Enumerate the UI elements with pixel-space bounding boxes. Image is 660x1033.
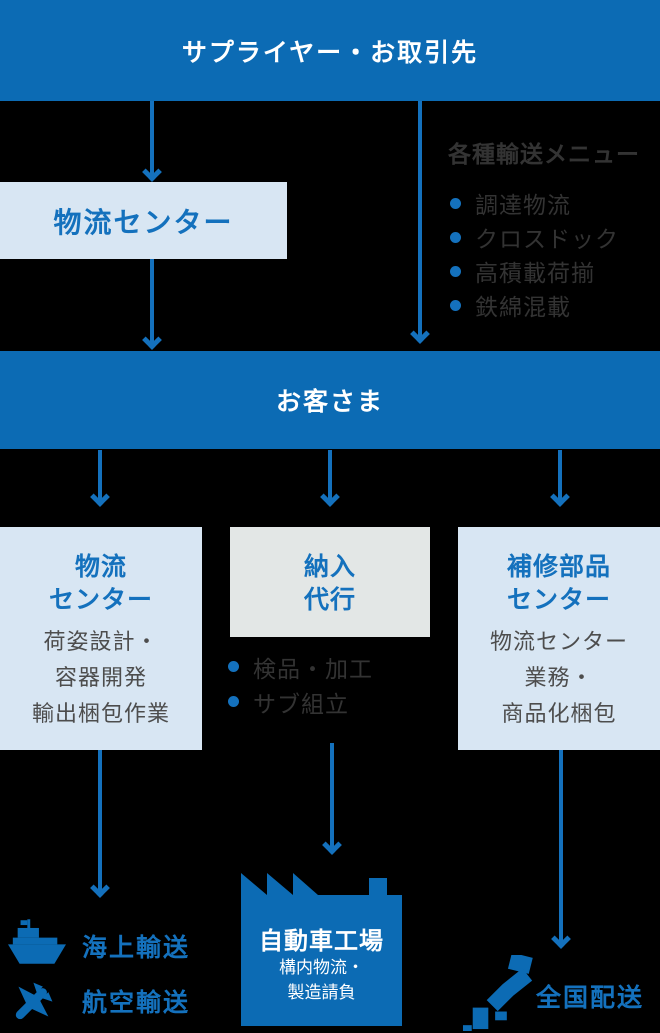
- column-body-line: 商品化梱包: [501, 701, 617, 726]
- bullet-dot-icon: [228, 696, 239, 707]
- column-title-line: センター: [506, 586, 611, 614]
- ship-icon: [8, 919, 66, 964]
- column-body-line: 荷姿設計・: [43, 629, 159, 654]
- down-arrow-icon: [150, 101, 154, 176]
- list-item: 高積載荷揃: [450, 254, 619, 288]
- column-title: 納入 代行: [230, 551, 430, 617]
- column-title-line: 物流: [74, 553, 127, 581]
- nationwide-delivery-label: 全国配送: [536, 984, 645, 1012]
- japan-map-icon: [462, 955, 533, 1031]
- column-body-line: 容器開発: [54, 665, 147, 690]
- delivery-agency-bullets: 検品・加工 サブ組立: [228, 649, 373, 719]
- column-title-line: 納入: [303, 553, 356, 581]
- column-body-line: 業務・: [524, 665, 594, 690]
- down-arrow-icon: [418, 101, 422, 338]
- customer-banner-label: お客さま: [275, 388, 384, 416]
- list-item-label: 高積載荷揃: [475, 260, 595, 286]
- column-title: 補修部品 センター: [458, 551, 660, 617]
- airplane-icon: [15, 982, 53, 1020]
- delivery-agency-column: 納入 代行: [230, 527, 430, 637]
- bullet-dot-icon: [228, 661, 239, 672]
- transport-menu-list: 調達物流 クロスドック 高積載荷揃 鉄綿混載: [450, 186, 619, 322]
- column-body: 荷姿設計・ 容器開発 輸出梱包作業: [0, 624, 202, 732]
- factory-body-line: 構内物流・: [279, 958, 364, 977]
- transport-menu-title: 各種輸送メニュー: [448, 141, 640, 167]
- column-body: 物流センター 業務・ 商品化梱包: [458, 624, 660, 732]
- list-item-label: 鉄綿混載: [475, 294, 571, 320]
- supplier-banner: サプライヤー・お取引先: [0, 0, 660, 101]
- air-transport-label: 航空輸送: [82, 989, 191, 1017]
- down-arrow-icon: [558, 450, 562, 501]
- down-arrow-icon: [559, 750, 563, 943]
- bullet-dot-icon: [450, 265, 461, 277]
- down-arrow-icon: [328, 450, 332, 501]
- logistics-center-box: 物流センター: [0, 182, 287, 259]
- customer-banner: お客さま: [0, 351, 660, 449]
- sea-transport-label: 海上輸送: [82, 934, 191, 962]
- down-arrow-icon: [330, 743, 334, 849]
- list-item-label: サブ組立: [253, 690, 349, 717]
- logistics-center-column: 物流 センター 荷姿設計・ 容器開発 輸出梱包作業: [0, 527, 202, 750]
- factory-title: 自動車工場: [259, 928, 384, 955]
- down-arrow-icon: [150, 259, 154, 344]
- factory-body: 構内物流・ 製造請負: [241, 955, 402, 1005]
- factory-icon: [241, 873, 402, 1026]
- bullet-dot-icon: [450, 299, 461, 311]
- column-title: 物流 センター: [0, 551, 202, 617]
- bullet-dot-icon: [450, 197, 461, 209]
- repair-parts-center-column: 補修部品 センター 物流センター 業務・ 商品化梱包: [458, 527, 660, 750]
- list-item: 検品・加工: [228, 649, 373, 684]
- supplier-banner-label: サプライヤー・お取引先: [181, 38, 479, 67]
- list-item-label: クロスドック: [475, 226, 619, 252]
- column-body-line: 輸出梱包作業: [31, 701, 170, 726]
- column-title-line: センター: [48, 586, 153, 614]
- list-item: クロスドック: [450, 220, 619, 254]
- list-item-label: 検品・加工: [253, 655, 373, 682]
- factory-body-line: 製造請負: [287, 983, 356, 1002]
- down-arrow-icon: [98, 450, 102, 501]
- logistics-center-label: 物流センター: [53, 206, 234, 238]
- list-item: サブ組立: [228, 684, 373, 719]
- column-title-line: 補修部品: [506, 553, 611, 581]
- bullet-dot-icon: [450, 231, 461, 243]
- list-item-label: 調達物流: [475, 192, 571, 218]
- list-item: 鉄綿混載: [450, 288, 619, 322]
- list-item: 調達物流: [450, 186, 619, 220]
- down-arrow-icon: [98, 750, 102, 892]
- column-body-line: 物流センター: [489, 629, 628, 654]
- column-title-line: 代行: [303, 586, 356, 614]
